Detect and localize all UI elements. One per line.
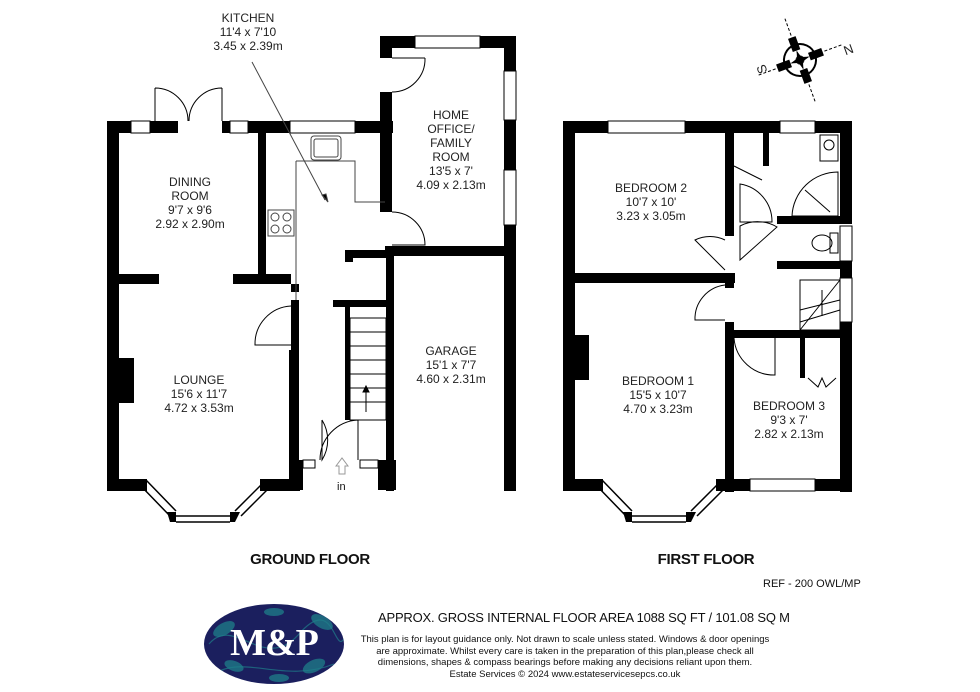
- room-dimensions-metric: 4.09 x 2.13m: [416, 178, 486, 192]
- room-dimensions-imperial: 15'5 x 10'7: [629, 388, 687, 402]
- room-name: BEDROOM 2: [614, 181, 688, 195]
- room-label-dining-room: DINING ROOM 9'7 x 9'6 2.92 x 2.90m: [155, 175, 224, 231]
- room-name: DINING: [169, 175, 211, 189]
- bedroom1-bay-window: [595, 479, 729, 523]
- room-dimensions-metric: 3.45 x 2.39m: [213, 39, 283, 53]
- floor-area-text: APPROX. GROSS INTERNAL FLOOR AREA 1088 S…: [378, 610, 790, 625]
- room-dimensions-imperial: 13'5 x 7': [429, 164, 473, 178]
- room-name: FAMILY: [430, 136, 472, 150]
- reference-code: REF - 200 OWL/MP: [763, 578, 861, 590]
- room-dimensions-imperial: 15'1 x 7'7: [425, 358, 477, 372]
- room-name: ROOM: [171, 189, 209, 203]
- room-name: LOUNGE: [173, 373, 225, 387]
- entrance-arrow-icon: [335, 457, 349, 475]
- first-bay-corners: [623, 512, 696, 522]
- disclaimer-line: dimensions, shapes & compass bearings be…: [377, 657, 753, 668]
- room-dimensions-metric: 4.70 x 3.23m: [623, 402, 693, 416]
- room-label-lounge: LOUNGE 15'6 x 11'7 4.72 x 3.53m: [164, 373, 233, 415]
- room-label-garage: GARAGE 15'1 x 7'7 4.60 x 2.31m: [416, 344, 485, 386]
- room-name: KITCHEN: [221, 11, 275, 25]
- ground-stairs: [349, 317, 387, 421]
- room-dimensions-imperial: 10'7 x 10': [625, 195, 677, 209]
- entrance-label: in: [337, 481, 346, 493]
- first-floor-doors: [694, 134, 841, 388]
- room-dimensions-imperial: 11'4 x 7'10: [219, 25, 277, 39]
- logo-text: M&P: [230, 622, 319, 664]
- room-dimensions-metric: 4.60 x 2.31m: [416, 372, 486, 386]
- room-dimensions-imperial: 15'6 x 11'7: [170, 387, 228, 401]
- room-name: HOME: [433, 108, 469, 122]
- room-dimensions-metric: 2.82 x 2.13m: [754, 427, 824, 441]
- room-name: OFFICE/: [427, 122, 475, 136]
- doors: [154, 57, 426, 462]
- disclaimer: This plan is for layout guidance only. N…: [340, 634, 790, 680]
- room-label-kitchen: KITCHEN 11'4 x 7'10 3.45 x 2.39m: [213, 11, 282, 53]
- room-dimensions-metric: 3.23 x 3.05m: [616, 209, 686, 223]
- room-label-bedroom-1: BEDROOM 1 15'5 x 10'7 4.70 x 3.23m: [622, 374, 694, 416]
- room-label-home-office: HOME OFFICE/ FAMILY ROOM 13'5 x 7' 4.09 …: [416, 108, 485, 192]
- first-floor-walls: [563, 121, 852, 492]
- mp-logo: M&P: [204, 604, 344, 684]
- floral-pattern-icon: [208, 608, 344, 682]
- room-name: BEDROOM 1: [621, 374, 695, 388]
- room-name: GARAGE: [425, 344, 477, 358]
- first-floor-windows: [607, 120, 853, 492]
- ground-floor-title: GROUND FLOOR: [250, 551, 370, 568]
- room-label-bedroom-3: BEDROOM 3 9'3 x 7' 2.82 x 2.13m: [753, 399, 825, 441]
- room-dimensions-metric: 4.72 x 3.53m: [164, 401, 234, 415]
- lounge-bay-window: [139, 479, 273, 523]
- room-name: ROOM: [432, 150, 470, 164]
- windows: [130, 35, 517, 469]
- bay-corners: [167, 512, 240, 522]
- disclaimer-line: are approximate. Whilst every care is ta…: [376, 645, 754, 657]
- room-label-bedroom-2: BEDROOM 2 10'7 x 10' 3.23 x 3.05m: [615, 181, 687, 223]
- kitchen-fittings: [251, 61, 385, 300]
- disclaimer-line: This plan is for layout guidance only. N…: [360, 634, 770, 645]
- room-dimensions-metric: 2.92 x 2.90m: [155, 217, 225, 231]
- room-name: BEDROOM 3: [752, 399, 826, 413]
- room-dimensions-imperial: 9'3 x 7': [770, 413, 808, 427]
- compass-rose-icon: [758, 18, 842, 102]
- disclaimer-line: Estate Services © 2024 www.estateservice…: [449, 668, 681, 680]
- room-dimensions-imperial: 9'7 x 9'6: [168, 203, 212, 217]
- first-floor-title: FIRST FLOOR: [657, 551, 755, 568]
- ground-floor-walls: [107, 36, 516, 491]
